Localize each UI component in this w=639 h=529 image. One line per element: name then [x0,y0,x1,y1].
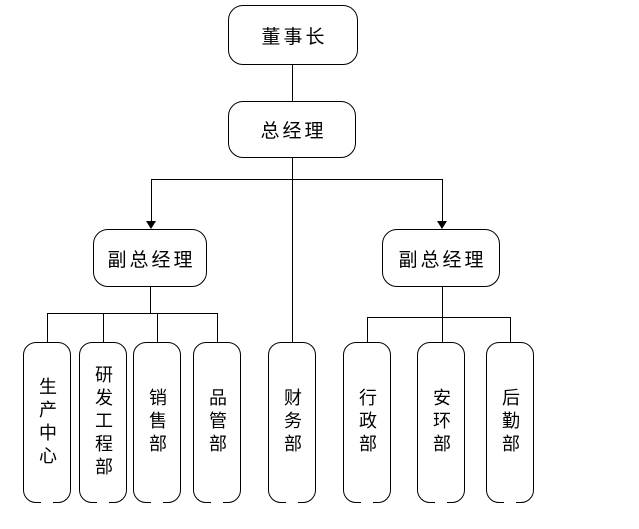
node-vp-left: 副总经理 [93,229,207,287]
node-vp-right-label: 副总经理 [398,249,487,271]
connector-gm-branch-horizontal [151,179,443,180]
open-bottom-edge [211,502,223,503]
node-dept-admin: 行政部 [343,342,391,503]
arrowhead-vp-left [146,221,156,229]
connector-feed-vp-right [442,179,443,221]
node-dept-production-center-label: 生产中心 [37,376,57,469]
node-dept-production-center: 生产中心 [23,342,71,503]
connector-chairman-to-gm [292,65,293,101]
drop-production-center [47,313,48,342]
open-bottom-edge [41,502,53,503]
node-dept-finance-label: 财务部 [282,388,302,457]
arrowhead-vp-right [437,221,447,229]
node-dept-rd-engineering: 研发工程部 [79,342,127,503]
node-dept-safety-env: 安环部 [417,342,465,503]
drop-quality [217,313,218,342]
connector-vp-left-down [150,287,151,314]
node-dept-safety-env-label: 安环部 [431,388,451,457]
node-dept-logistics: 后勤部 [486,342,534,503]
connector-feed-vp-left [151,179,152,221]
open-bottom-edge [151,502,163,503]
node-dept-logistics-label: 后勤部 [500,388,520,457]
connector-vp-right-down [442,287,443,342]
drop-logistics [510,317,511,342]
drop-admin [367,317,368,342]
node-vp-left-label: 副总经理 [107,249,196,271]
connector-left-branch-horizontal [47,313,218,314]
drop-sales [157,313,158,342]
open-bottom-edge [97,502,109,503]
node-chairman-label: 董事长 [261,26,328,48]
node-dept-admin-label: 行政部 [357,388,377,457]
node-dept-rd-engineering-label: 研发工程部 [93,365,113,480]
open-bottom-edge [286,502,298,503]
node-dept-sales: 销售部 [133,342,181,503]
node-chairman: 董事长 [228,5,358,65]
connector-right-branch-horizontal [367,317,510,318]
node-dept-sales-label: 销售部 [147,388,167,457]
node-general-manager-label: 总经理 [260,121,327,142]
node-vp-right: 副总经理 [382,229,500,287]
node-dept-finance: 财务部 [268,342,316,503]
open-bottom-edge [361,502,373,503]
open-bottom-edge [504,502,516,503]
connector-gm-to-finance [292,158,293,342]
node-dept-quality: 品管部 [193,342,241,503]
open-bottom-edge [435,502,447,503]
node-general-manager: 总经理 [228,101,356,158]
drop-rd-engineering [103,313,104,342]
node-dept-quality-label: 品管部 [207,388,227,457]
